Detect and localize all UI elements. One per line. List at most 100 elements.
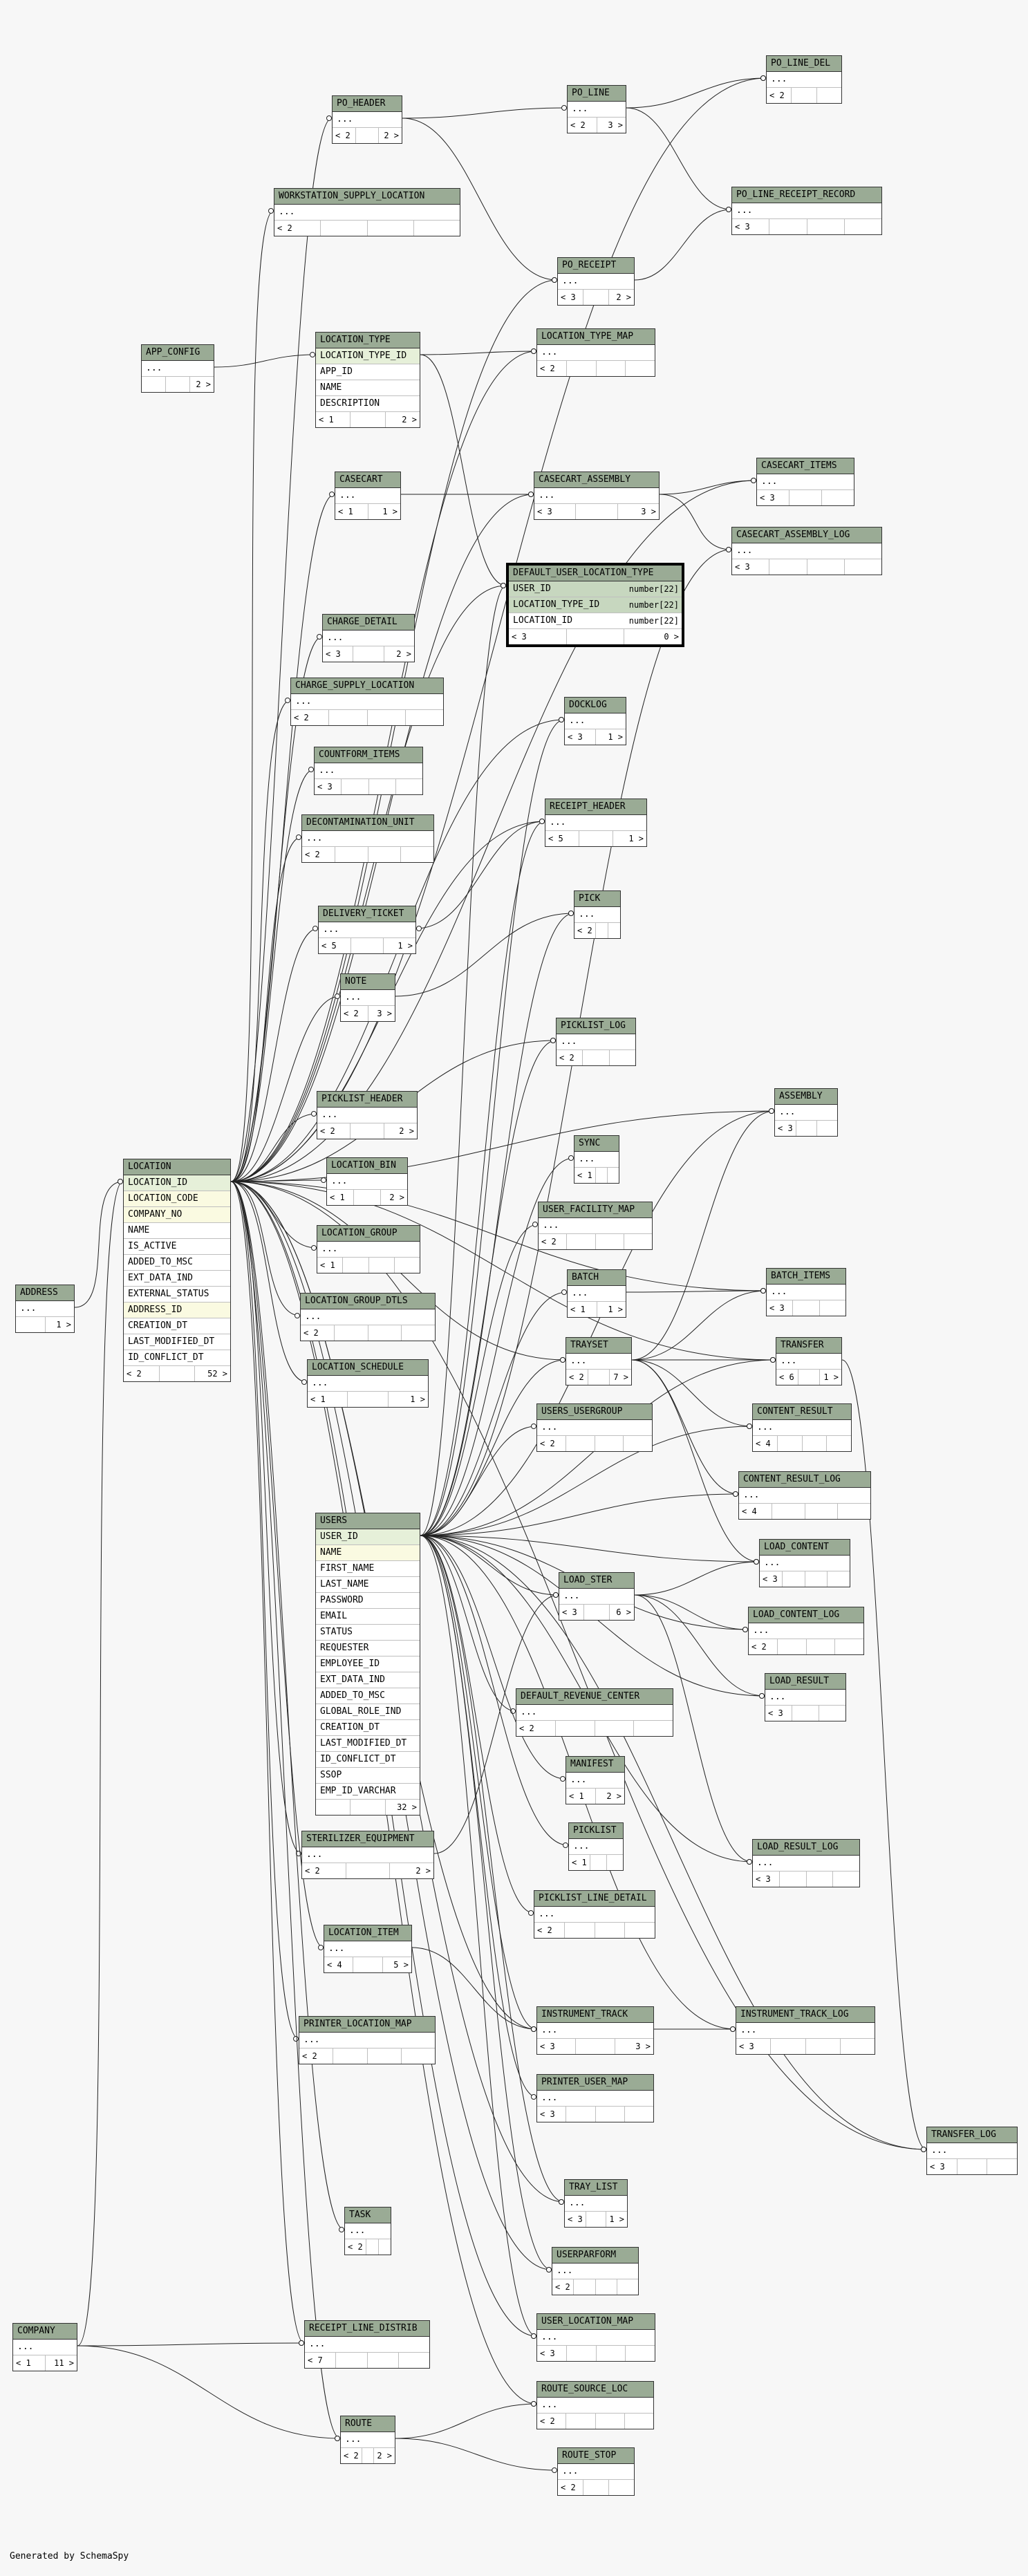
table-location-type-map[interactable]: LOCATION_TYPE_MAP...< 2 bbox=[536, 328, 655, 377]
table-header[interactable]: RECEIPT_HEADER bbox=[545, 799, 646, 815]
table-picklist-line-detail[interactable]: PICKLIST_LINE_DETAIL...< 2 bbox=[534, 1890, 655, 1939]
table-load-content[interactable]: LOAD_CONTENT...< 3 bbox=[759, 1539, 850, 1587]
table-receipt-line-distrib[interactable]: RECEIPT_LINE_DISTRIB...< 7 bbox=[304, 2320, 430, 2369]
table-header[interactable]: CHARGE_SUPPLY_LOCATION bbox=[291, 678, 443, 694]
table-header[interactable]: LOCATION_GROUP bbox=[317, 1226, 420, 1242]
table-picklist[interactable]: PICKLIST...< 1 bbox=[568, 1822, 624, 1871]
table-load-content-log[interactable]: LOAD_CONTENT_LOG...< 2 bbox=[748, 1607, 864, 1655]
table-header[interactable]: PICKLIST bbox=[569, 1823, 623, 1839]
table-instrument-track-log[interactable]: INSTRUMENT_TRACK_LOG...< 3 bbox=[736, 2006, 875, 2055]
table-header[interactable]: LOCATION_ITEM bbox=[324, 1925, 411, 1941]
table-load-result-log[interactable]: LOAD_RESULT_LOG...< 3 bbox=[752, 1839, 860, 1887]
table-po-line-del[interactable]: PO_LINE_DEL...< 2 bbox=[766, 55, 842, 104]
table-userparform[interactable]: USERPARFORM...< 2 bbox=[552, 2247, 639, 2295]
table-route-source-loc[interactable]: ROUTE_SOURCE_LOC...< 2 bbox=[536, 2381, 654, 2429]
table-casecart-items[interactable]: CASECART_ITEMS...< 3 bbox=[756, 458, 854, 506]
table-header[interactable]: LOAD_STER bbox=[559, 1573, 634, 1589]
table-countform-items[interactable]: COUNTFORM_ITEMS...< 3 bbox=[314, 747, 423, 795]
table-charge-supply-location[interactable]: CHARGE_SUPPLY_LOCATION...< 2 bbox=[290, 678, 444, 726]
table-header[interactable]: LOCATION bbox=[124, 1159, 230, 1175]
table-header[interactable]: PICKLIST_LOG bbox=[557, 1018, 635, 1034]
table-po-line-receipt-record[interactable]: PO_LINE_RECEIPT_RECORD...< 3 bbox=[731, 187, 882, 235]
table-header[interactable]: LOCATION_GROUP_DTLS bbox=[301, 1294, 435, 1309]
table-assembly[interactable]: ASSEMBLY...< 3 bbox=[774, 1088, 838, 1137]
table-header[interactable]: PICK bbox=[574, 891, 620, 907]
table-header[interactable]: WORKSTATION_SUPPLY_LOCATION bbox=[274, 189, 460, 205]
table-content-result-log[interactable]: CONTENT_RESULT_LOG...< 4 bbox=[738, 1471, 871, 1520]
table-header[interactable]: TRANSFER_LOG bbox=[927, 2127, 1017, 2143]
table-user-facility-map[interactable]: USER_FACILITY_MAP...< 2 bbox=[538, 1202, 653, 1250]
table-header[interactable]: PRINTER_USER_MAP bbox=[537, 2075, 653, 2091]
table-pick[interactable]: PICK...< 2 bbox=[574, 890, 621, 939]
table-header[interactable]: NOTE bbox=[341, 974, 395, 990]
table-header[interactable]: TRAYSET bbox=[566, 1338, 631, 1354]
table-header[interactable]: TRANSFER bbox=[776, 1338, 841, 1354]
table-header[interactable]: USERPARFORM bbox=[552, 2248, 638, 2264]
table-header[interactable]: CASECART bbox=[335, 472, 400, 488]
table-header[interactable]: SYNC bbox=[574, 1136, 619, 1152]
table-location-group[interactable]: LOCATION_GROUP...< 1 bbox=[317, 1225, 420, 1273]
table-header[interactable]: CASECART_ASSEMBLY bbox=[534, 472, 659, 488]
table-header[interactable]: STERILIZER_EQUIPMENT bbox=[302, 1831, 433, 1847]
table-header[interactable]: PICKLIST_HEADER bbox=[317, 1092, 417, 1108]
table-header[interactable]: INSTRUMENT_TRACK bbox=[537, 2007, 653, 2023]
table-default-revenue-center[interactable]: DEFAULT_REVENUE_CENTER...< 2 bbox=[516, 1688, 673, 1737]
table-header[interactable]: ROUTE_STOP bbox=[558, 2448, 634, 2464]
table-header[interactable]: MANIFEST bbox=[566, 1757, 624, 1773]
table-header[interactable]: LOCATION_SCHEDULE bbox=[308, 1360, 428, 1376]
table-header[interactable]: TASK bbox=[345, 2208, 391, 2223]
table-header[interactable]: DOCKLOG bbox=[565, 698, 626, 713]
table-header[interactable]: USERS bbox=[316, 1513, 420, 1529]
table-header[interactable]: ROUTE bbox=[341, 2416, 395, 2432]
table-task[interactable]: TASK...< 2 bbox=[344, 2207, 391, 2255]
table-header[interactable]: LOCATION_TYPE_MAP bbox=[537, 329, 655, 345]
table-header[interactable]: BATCH_ITEMS bbox=[767, 1269, 845, 1285]
table-casecart-assembly-log[interactable]: CASECART_ASSEMBLY_LOG...< 3 bbox=[731, 527, 882, 575]
table-header[interactable]: DEFAULT_REVENUE_CENTER bbox=[516, 1689, 673, 1705]
table-header[interactable]: PICKLIST_LINE_DETAIL bbox=[534, 1891, 655, 1907]
table-app-config[interactable]: APP_CONFIG...2 > bbox=[141, 344, 214, 393]
table-sync[interactable]: SYNC...< 1 bbox=[574, 1135, 619, 1184]
table-header[interactable]: LOCATION_BIN bbox=[327, 1158, 407, 1174]
table-header[interactable]: PO_LINE_RECEIPT_RECORD bbox=[732, 187, 881, 203]
table-header[interactable]: PO_HEADER bbox=[333, 96, 402, 112]
table-header[interactable]: LOCATION_TYPE bbox=[316, 333, 420, 348]
table-header[interactable]: INSTRUMENT_TRACK_LOG bbox=[736, 2007, 875, 2023]
table-header[interactable]: PO_LINE bbox=[568, 86, 626, 102]
table-header[interactable]: LOAD_CONTENT bbox=[760, 1540, 850, 1556]
table-route-stop[interactable]: ROUTE_STOP...< 2 bbox=[557, 2447, 635, 2496]
table-header[interactable]: CHARGE_DETAIL bbox=[323, 615, 414, 631]
table-header[interactable]: TRAY_LIST bbox=[565, 2180, 627, 2196]
table-batch-items[interactable]: BATCH_ITEMS...< 3 bbox=[766, 1268, 846, 1316]
table-header[interactable]: COUNTFORM_ITEMS bbox=[315, 747, 422, 763]
table-content-result[interactable]: CONTENT_RESULT...< 4 bbox=[752, 1403, 852, 1452]
table-header[interactable]: CONTENT_RESULT bbox=[753, 1404, 851, 1420]
table-header[interactable]: PO_RECEIPT bbox=[558, 258, 634, 274]
table-location-group-dtls[interactable]: LOCATION_GROUP_DTLS...< 2 bbox=[300, 1293, 436, 1341]
table-address[interactable]: ADDRESS...1 > bbox=[15, 1285, 75, 1333]
table-header[interactable]: COMPANY bbox=[13, 2324, 77, 2340]
